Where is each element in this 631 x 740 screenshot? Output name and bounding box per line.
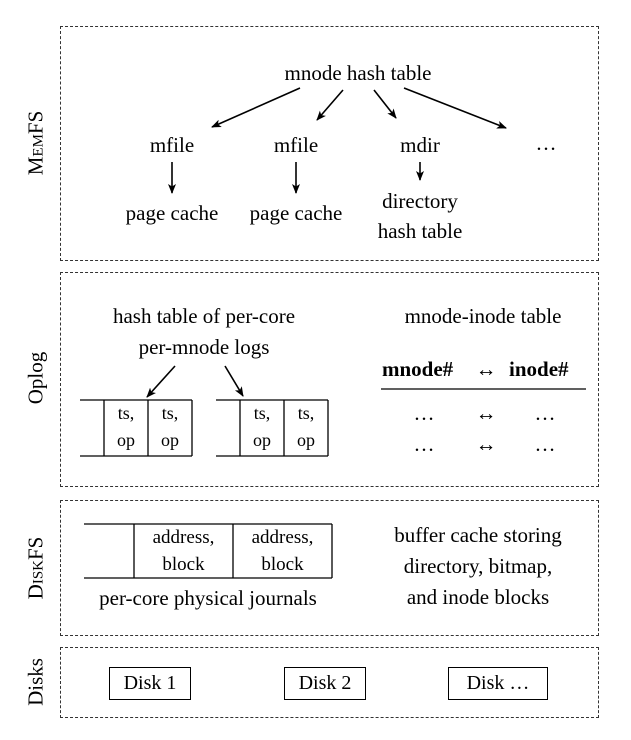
- log-2: [216, 399, 329, 457]
- oplog-panel: [60, 272, 599, 487]
- disk-more: Disk …: [448, 667, 548, 700]
- buffer-cache-line1: buffer cache storing: [394, 523, 562, 547]
- log-cell: op: [161, 430, 179, 450]
- log-1: [80, 399, 193, 457]
- per-core-logs-line1: hash table of per-core: [112, 304, 296, 328]
- journal-cell: block: [261, 554, 304, 575]
- mfile-1: mfile: [149, 133, 195, 157]
- journal-cell: address,: [152, 527, 215, 548]
- directory-hash-table-line2: hash table: [377, 219, 463, 243]
- map-row-arrow: ↔: [475, 432, 497, 456]
- arrow-to-log-1: [146, 365, 176, 398]
- disks-panel: [60, 647, 599, 718]
- arrow-to-mfile-2: [316, 89, 344, 121]
- buffer-cache-line2: directory, bitmap,: [403, 554, 553, 578]
- log-cell: op: [297, 430, 315, 450]
- buffer-cache-line3: and inode blocks: [406, 585, 550, 609]
- map-row-arrow: ↔: [475, 401, 497, 425]
- diskfs-panel: [60, 500, 599, 636]
- page-cache-1: page cache: [125, 201, 219, 225]
- disk-2: Disk 2: [284, 667, 366, 700]
- journal-caption: per-core physical journals: [99, 586, 317, 610]
- disk-1: Disk 1: [109, 667, 191, 700]
- log-cell: ts,: [161, 403, 179, 423]
- arrow-to-more: [403, 87, 507, 129]
- map-header-inode: inode#: [509, 357, 569, 381]
- journal: [84, 523, 333, 579]
- map-header-mnode: mnode#: [382, 357, 454, 381]
- directory-hash-table-line1: directory: [382, 189, 458, 213]
- log-cell: ts,: [253, 403, 271, 423]
- journal-cell: block: [162, 554, 205, 575]
- mfile-2: mfile: [273, 133, 319, 157]
- per-core-logs-line2: per-mnode logs: [138, 335, 270, 359]
- arrow-to-mdir: [373, 89, 397, 119]
- page-cache-2: page cache: [249, 201, 343, 225]
- journal-cell: address,: [251, 527, 314, 548]
- map-row-left: …: [413, 401, 435, 425]
- log-cell: ts,: [117, 403, 135, 423]
- log-cell: op: [253, 430, 271, 450]
- memfs-panel: [60, 26, 599, 261]
- map-header-arrow: ↔: [475, 357, 497, 381]
- more-mnodes: …: [535, 131, 557, 155]
- map-row-left: …: [413, 432, 435, 456]
- arrow-to-log-2: [224, 365, 244, 397]
- mnode-hash-table: mnode hash table: [284, 61, 432, 85]
- mnode-inode-table-title: mnode-inode table: [404, 304, 562, 328]
- log-cell: op: [117, 430, 135, 450]
- log-cell: ts,: [297, 403, 315, 423]
- arrow-to-mfile-1: [211, 87, 301, 128]
- map-row-right: …: [534, 432, 556, 456]
- map-row-right: …: [534, 401, 556, 425]
- mdir: mdir: [400, 133, 440, 157]
